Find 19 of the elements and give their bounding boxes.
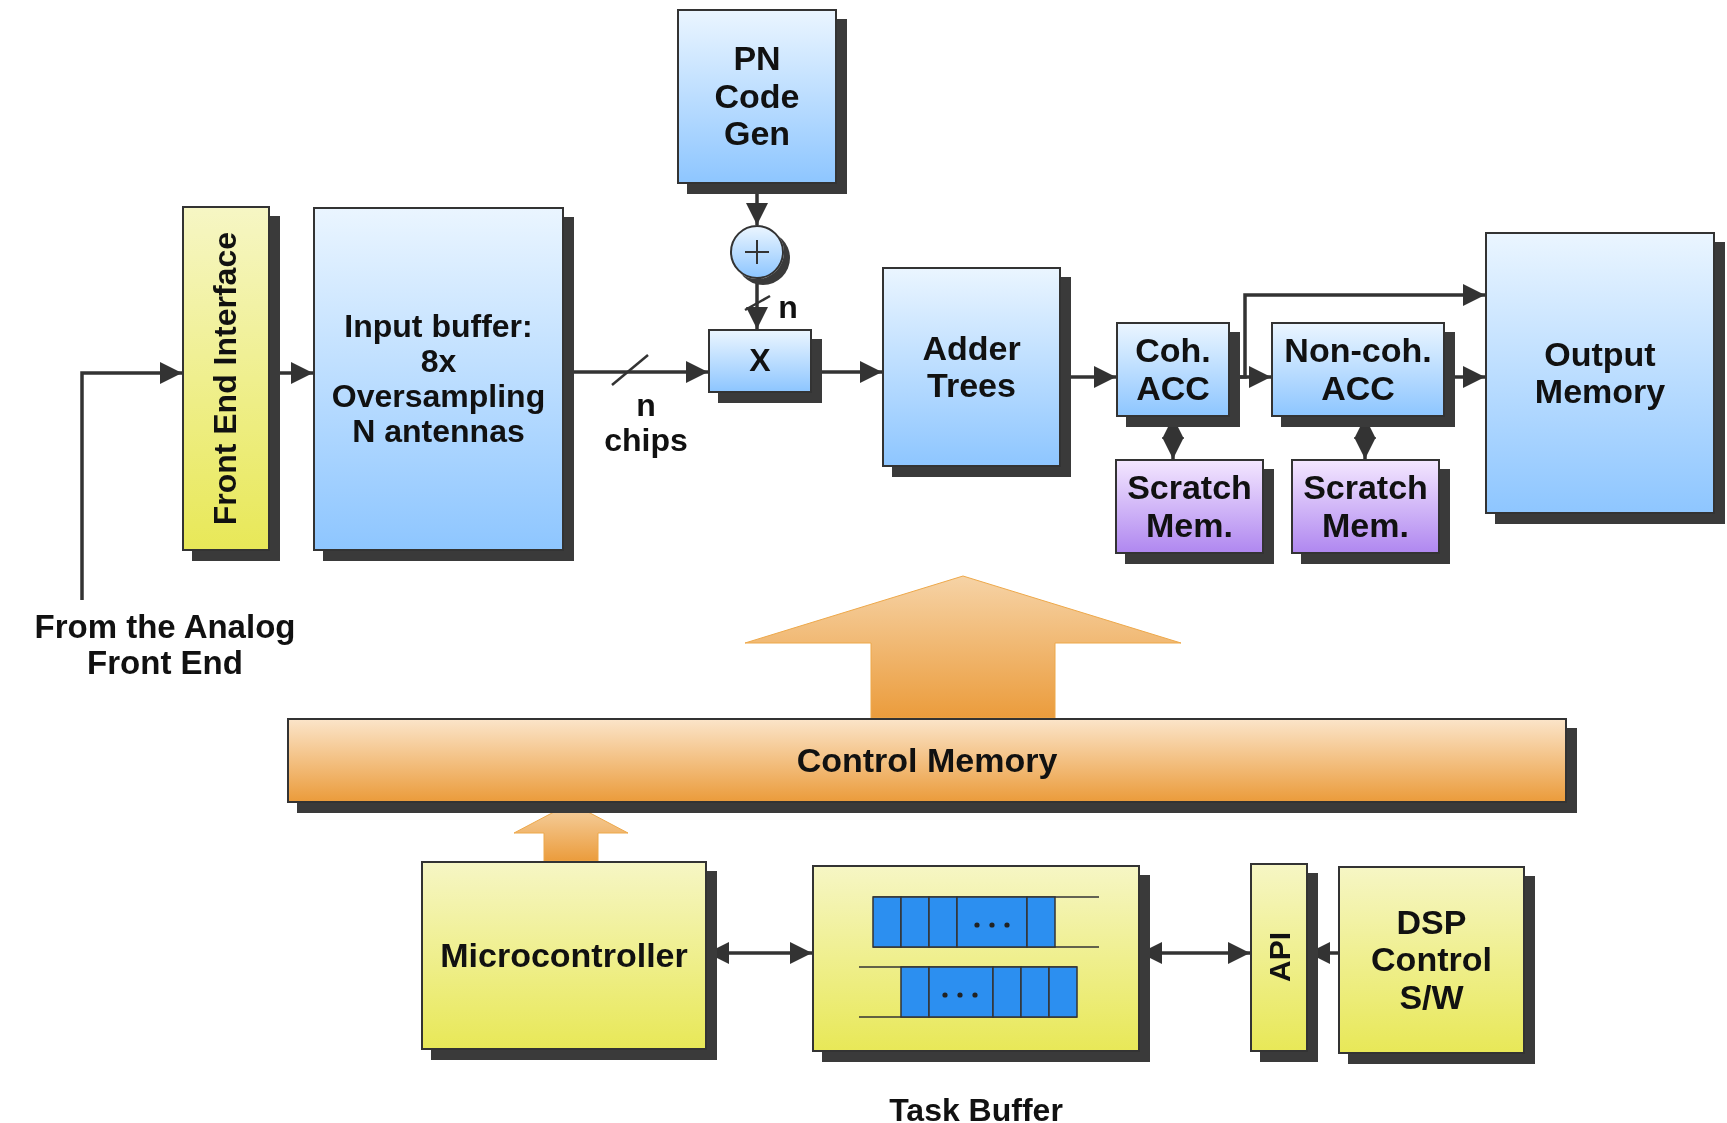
- node-text: Non-coh. ACC: [1283, 332, 1433, 407]
- node-text: PN Code Gen: [713, 40, 801, 153]
- node-text: DSP Control S/W: [1370, 903, 1493, 1017]
- arrow: [80, 362, 182, 600]
- node-text: Input buffer:: [344, 308, 533, 344]
- node-text: Front End Interface: [208, 231, 244, 526]
- node-text: Control Memory: [796, 741, 1058, 780]
- node-text: Output Memory: [1533, 335, 1667, 411]
- node-text: Scratch Mem.: [1126, 469, 1253, 544]
- node-text: Coh. ACC: [1134, 332, 1212, 407]
- block-arrow: [744, 575, 1182, 719]
- node-text: API: [1262, 932, 1296, 983]
- node-text: Scratch Mem.: [1302, 469, 1429, 544]
- node-text: X: [749, 343, 771, 379]
- caption-text: Task Buffer: [888, 1092, 1064, 1123]
- node-text: Microcontroller: [440, 936, 688, 975]
- node-text: Adder Trees: [921, 329, 1022, 405]
- node-text: 8x Oversampling N antennas: [331, 343, 546, 450]
- source-label: From the Analog Front End: [33, 608, 297, 682]
